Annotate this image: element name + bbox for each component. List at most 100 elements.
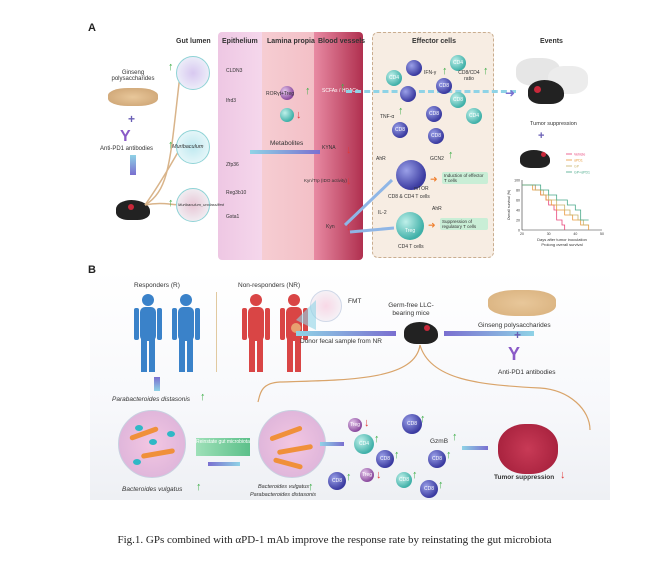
- header-effector-cells: Effector cells: [412, 38, 456, 45]
- treg-cell-icon: [280, 108, 294, 122]
- up-arrow-icon: ↑: [168, 139, 174, 151]
- anti-pd1-label: Anti-PD1 antibodies: [498, 369, 556, 376]
- y-tick-label: 20: [516, 219, 520, 223]
- gcn2-label: GCN2: [430, 156, 444, 162]
- reinstate-label: Reinstate gut microbiota: [196, 438, 250, 456]
- kyn-label: Kyn: [326, 224, 335, 230]
- tnf-alpha-label: TNF-α: [380, 114, 395, 120]
- down-arrow-icon: ↓: [376, 469, 382, 481]
- germ-free-label: Germ-free LLC-bearing mice: [388, 302, 434, 317]
- suppression-label: Suppression of regulatory T cells: [440, 218, 488, 230]
- tissue-bands: [218, 32, 363, 260]
- induction-label: Induction of effector T cells: [442, 172, 488, 184]
- up-arrow-icon: ↑: [340, 81, 346, 93]
- fmt-label: FMT: [348, 298, 362, 305]
- cd4-t-cell-icon: [396, 212, 424, 240]
- up-arrow-icon: ↑: [483, 65, 489, 77]
- cd4-cell: CD4: [466, 108, 482, 124]
- y-tick-label: 40: [516, 209, 520, 213]
- epithelium-band: [218, 32, 262, 260]
- kyn-trp-label: Kyn/Trp (IDO activity): [304, 178, 347, 183]
- legend-label: GP: [574, 165, 580, 169]
- up-arrow-icon: ↑: [305, 85, 311, 97]
- series-line-GP+αPD1: [522, 184, 589, 221]
- up-arrow-icon: [154, 377, 160, 391]
- down-arrow-icon: ↓: [364, 417, 370, 429]
- cd8-cell: CD8: [450, 92, 466, 108]
- cd4-t-cells-label: CD4 T cells: [398, 244, 424, 250]
- down-arrow-icon: ↓: [346, 175, 352, 187]
- header-events: Events: [540, 38, 563, 45]
- anti-pd1-label: Anti-PD1 antibodies: [100, 146, 154, 152]
- cd8-cell: CD8: [428, 128, 444, 144]
- up-arrow-icon: ↑: [442, 65, 448, 77]
- ginseng-label: Ginseng polysaccharides: [478, 322, 551, 329]
- kyna-label: KYNA: [322, 145, 336, 151]
- up-arrow-icon: ↑: [200, 391, 206, 403]
- cd8-cell: CD8: [376, 450, 394, 468]
- treg-cell-icon: [280, 86, 294, 100]
- series-line-αPD1: [522, 184, 590, 230]
- x-tick-label: 40: [573, 232, 577, 236]
- parabacteroides-pair-label: Parabacteroides distasonis: [250, 492, 317, 498]
- cd8-cd4-ratio-label: CD8/CD4 ratio: [458, 70, 480, 82]
- scfa-label: SCFAs / HDACs: [322, 88, 359, 94]
- cd4-cell: CD4: [354, 434, 374, 454]
- cd8-cell: [400, 86, 416, 102]
- treg-cell: Treg: [348, 418, 362, 432]
- cd8-cell: CD8: [420, 480, 438, 498]
- gene-label: Reg3b10: [226, 190, 247, 196]
- lamina-band: [262, 32, 314, 260]
- chart-subtitle: Prolong overall survival: [541, 242, 582, 247]
- x-axis-label: Days after tumor inoculation: [537, 237, 587, 242]
- mouse-icon: [528, 80, 564, 104]
- tumor-icon: [128, 204, 134, 210]
- header-gut-lumen: Gut lumen: [176, 38, 211, 45]
- y-tick-label: 0: [518, 229, 520, 233]
- gene-label: Ifrd3: [226, 98, 237, 104]
- tumor-icon: [541, 152, 546, 157]
- header-epithelium: Epithelium: [222, 38, 258, 45]
- ginseng-icon: [488, 290, 556, 316]
- divider: [216, 292, 217, 372]
- rorgt-treg-label: RORγt+Treg: [266, 91, 295, 97]
- blood-band: [314, 32, 363, 260]
- up-arrow-icon: ↑: [398, 105, 404, 117]
- header-blood-vessels: Blood vessels: [318, 38, 366, 45]
- cd8-cell: CD8: [396, 472, 412, 488]
- up-arrow-icon: ↑: [374, 433, 380, 445]
- y-tick-label: 100: [514, 179, 520, 183]
- up-arrow-icon: ↑: [168, 61, 174, 73]
- cd8-cell: CD8: [426, 106, 442, 122]
- treg-label: Treg: [405, 228, 416, 234]
- non-responders-label: Non-responders (NR): [238, 282, 301, 289]
- connector-arrows: [343, 178, 395, 234]
- ahr-label: AhR: [376, 156, 386, 162]
- ginseng-label: Ginseng polysaccharides: [111, 70, 155, 82]
- cd8-cell: CD8: [428, 450, 446, 468]
- cd8-cd4-t-cells-label: CD8 & CD4 T cells: [388, 194, 430, 200]
- up-arrow-icon: ↑: [438, 479, 444, 491]
- x-tick-label: 20: [520, 232, 524, 236]
- cd8-cell: CD8: [328, 472, 346, 490]
- cd8-cell: [406, 60, 422, 76]
- tumor-suppression-label: Tumor suppression: [494, 474, 555, 481]
- plus-icon: +: [538, 130, 545, 142]
- up-arrow-icon: ↑: [394, 449, 400, 461]
- mouse-icon: [116, 200, 150, 220]
- up-arrow-icon: ↑: [412, 469, 418, 481]
- antibody-icon: Y: [508, 344, 521, 364]
- y-tick-label: 80: [516, 189, 520, 193]
- parabacteroides-label: Parabacteroides distasonis: [112, 396, 191, 403]
- antibody-icon: Y: [120, 128, 131, 145]
- x-tick-label: 50: [600, 232, 604, 236]
- gene-label: Zfp36: [226, 162, 239, 168]
- fmt-cone: [296, 300, 316, 330]
- tumor-suppression-label: Tumor suppression: [530, 121, 577, 127]
- figure-caption: Fig.1. GPs combined with αPD-1 mAb impro…: [117, 534, 552, 546]
- gzmb-label: GzmB: [430, 438, 449, 445]
- ginseng-icon: [108, 88, 158, 106]
- treg-cell: Treg: [360, 468, 374, 482]
- dashed-connector: [346, 90, 516, 93]
- up-arrow-icon: ↑: [308, 481, 314, 493]
